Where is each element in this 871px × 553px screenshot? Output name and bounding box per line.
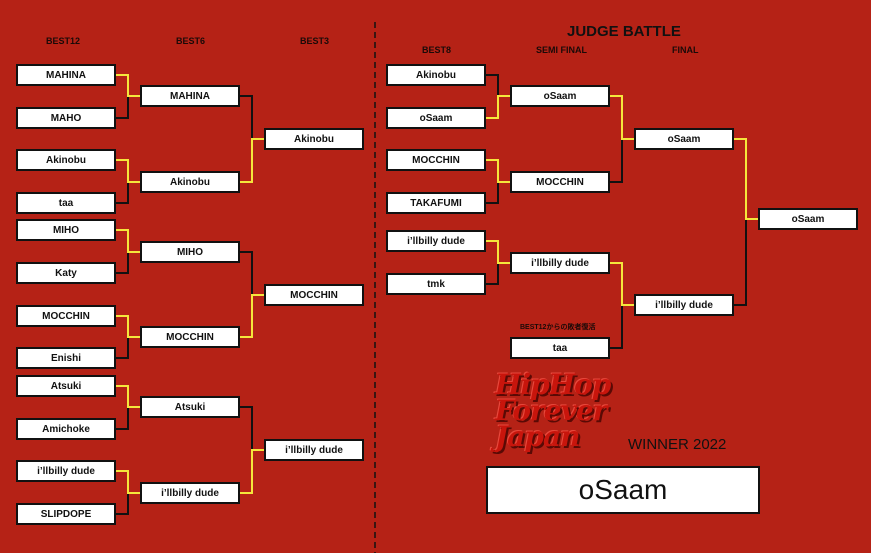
best12-slot-12: SLIPDOPE [16, 503, 116, 525]
winner-box: oSaam [486, 466, 760, 514]
logo-line-3: Japan [495, 420, 580, 453]
logo-line-2: Forever [495, 394, 607, 427]
semi-final-slot-1: oSaam [510, 85, 610, 107]
best6-slot-6: i’llbilly dude [140, 482, 240, 504]
best12-slot-1: MAHINA [16, 64, 116, 86]
best6-slot-2: Akinobu [140, 171, 240, 193]
best8-slot-2: oSaam [386, 107, 486, 129]
final-slot-1: oSaam [634, 128, 734, 150]
semi-final-slot-3: i’llbilly dude [510, 252, 610, 274]
best12-slot-9: Atsuki [16, 375, 116, 397]
best3-slot-1: Akinobu [264, 128, 364, 150]
best6-slot-1: MAHINA [140, 85, 240, 107]
final-slot-2: i’llbilly dude [634, 294, 734, 316]
best6-slot-3: MIHO [140, 241, 240, 263]
header-semi-final: SEMI FINAL [536, 45, 587, 55]
best8-slot-3: MOCCHIN [386, 149, 486, 171]
best6-slot-4: MOCCHIN [140, 326, 240, 348]
header-final: FINAL [672, 45, 699, 55]
hiphop-forever-japan-logo: HipHop Forever Japan [495, 368, 611, 453]
revival-slot: taa [510, 337, 610, 359]
best8-slot-4: TAKAFUMI [386, 192, 486, 214]
best8-slot-1: Akinobu [386, 64, 486, 86]
header-best3: BEST3 [300, 36, 330, 46]
best12-slot-4: taa [16, 192, 116, 214]
header-best12: BEST12 [46, 36, 81, 46]
best6-slot-5: Atsuki [140, 396, 240, 418]
semi-final-slot-2: MOCCHIN [510, 171, 610, 193]
best12-slot-3: Akinobu [16, 149, 116, 171]
judge-battle-title: JUDGE BATTLE [567, 23, 681, 40]
best12-slot-6: Katy [16, 262, 116, 284]
winner-label: WINNER 2022 [628, 436, 727, 453]
best8-slot-5: i’llbilly dude [386, 230, 486, 252]
best12-slot-2: MAHO [16, 107, 116, 129]
header-best8: BEST8 [422, 45, 452, 55]
best12-slot-7: MOCCHIN [16, 305, 116, 327]
best12-slot-10: Amichoke [16, 418, 116, 440]
champion-slot: oSaam [758, 208, 858, 230]
header-best6: BEST6 [176, 36, 206, 46]
best8-slot-6: tmk [386, 273, 486, 295]
best12-slot-5: MIHO [16, 219, 116, 241]
best3-slot-3: i’llbilly dude [264, 439, 364, 461]
best3-slot-2: MOCCHIN [264, 284, 364, 306]
best12-slot-8: Enishi [16, 347, 116, 369]
revival-note: BEST12からの敗者復活 [520, 324, 596, 331]
best12-slot-11: i’llbilly dude [16, 460, 116, 482]
logo-line-1: HipHop [495, 368, 611, 401]
